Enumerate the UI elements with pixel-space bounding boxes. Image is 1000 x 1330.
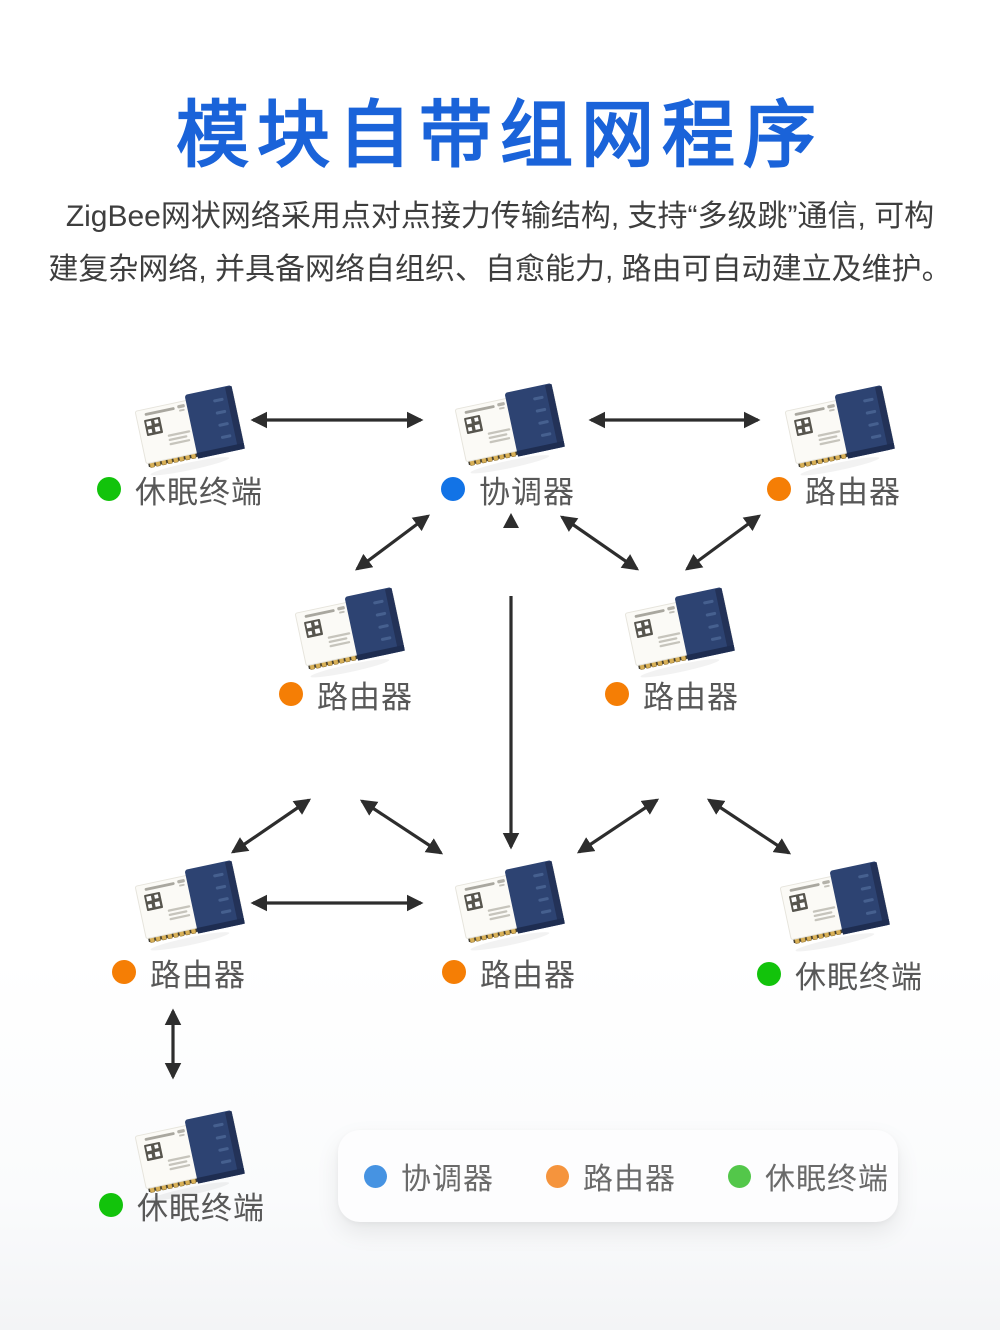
link-arrow-coordinator-router3 bbox=[559, 515, 640, 571]
legend-item-coordinator: 协调器 bbox=[364, 1154, 494, 1198]
node-label-sleep-terminal-3: 休眠终端 bbox=[99, 1187, 265, 1226]
router-dot bbox=[112, 960, 136, 984]
zigbee-module-image bbox=[773, 382, 907, 478]
sleep-terminal-dot bbox=[728, 1164, 751, 1188]
intro-paragraph: ZigBee网状网络采用点对点接力传输结构, 支持“多级跳”通信, 可构 建复杂… bbox=[0, 190, 1000, 296]
link-arrow-router5-router3 bbox=[576, 798, 660, 854]
node-label-router-4: 路由器 bbox=[112, 954, 246, 993]
router-dot bbox=[546, 1164, 569, 1188]
link-arrowhead-coordinator-down bbox=[503, 513, 519, 528]
zigbee-module-image bbox=[613, 584, 747, 680]
page-title: 模块自带组网程序 bbox=[176, 95, 824, 176]
link-arrow-router3-sleep2 bbox=[706, 798, 792, 855]
link-arrow-router3-router1 bbox=[684, 514, 762, 571]
sleep-terminal-dot bbox=[757, 962, 781, 986]
coordinator-dot bbox=[364, 1164, 387, 1188]
link-arrow-coordinator-router2 bbox=[354, 514, 431, 571]
router-dot bbox=[442, 960, 466, 984]
zigbee-module-image bbox=[283, 584, 417, 680]
router-dot bbox=[279, 682, 303, 706]
legend-item-label: 协调器 bbox=[401, 1163, 494, 1196]
node-label-text: 休眠终端 bbox=[135, 474, 263, 510]
node-label-text: 路由器 bbox=[480, 957, 576, 993]
node-label-text: 休眠终端 bbox=[795, 959, 923, 995]
sleep-terminal-dot bbox=[99, 1193, 123, 1217]
node-label-text: 路由器 bbox=[805, 474, 901, 510]
node-label-router-1: 路由器 bbox=[767, 471, 901, 510]
intro-line-2: 建复杂网络, 并具备网络自组织、自愈能力, 路由可自动建立及维护。 bbox=[48, 253, 952, 286]
intro-line-1: ZigBee网状网络采用点对点接力传输结构, 支持“多级跳”通信, 可构 bbox=[65, 200, 935, 233]
node-label-text: 路由器 bbox=[317, 679, 413, 715]
link-arrow-router2-router5 bbox=[359, 799, 444, 855]
legend-item-label: 路由器 bbox=[583, 1163, 676, 1196]
node-label-text: 休眠终端 bbox=[137, 1190, 265, 1226]
zigbee-module-image bbox=[768, 858, 902, 954]
router-dot bbox=[605, 682, 629, 706]
legend-item-sleep-terminal: 休眠终端 bbox=[728, 1154, 889, 1198]
node-label-router-5: 路由器 bbox=[442, 954, 576, 993]
node-label-router-2: 路由器 bbox=[279, 676, 413, 715]
legend-item-router: 路由器 bbox=[546, 1154, 676, 1198]
node-label-text: 协调器 bbox=[479, 474, 575, 510]
router-dot bbox=[767, 477, 791, 501]
link-arrow-router4-router2 bbox=[230, 798, 312, 854]
zigbee-module-image bbox=[443, 857, 577, 953]
node-label-sleep-terminal-2: 休眠终端 bbox=[757, 956, 923, 995]
coordinator-dot bbox=[441, 477, 465, 501]
node-label-text: 路由器 bbox=[150, 957, 246, 993]
sleep-terminal-dot bbox=[97, 477, 121, 501]
node-label-text: 路由器 bbox=[643, 679, 739, 715]
node-label-coordinator: 协调器 bbox=[441, 471, 575, 510]
legend-card: 协调器 路由器 休眠终端 bbox=[338, 1130, 898, 1222]
zigbee-module-image bbox=[443, 380, 577, 476]
zigbee-module-image bbox=[123, 382, 257, 478]
node-label-sleep-terminal-1: 休眠终端 bbox=[97, 471, 263, 510]
zigbee-module-image bbox=[123, 857, 257, 953]
node-label-router-3: 路由器 bbox=[605, 676, 739, 715]
legend-item-label: 休眠终端 bbox=[765, 1163, 889, 1196]
